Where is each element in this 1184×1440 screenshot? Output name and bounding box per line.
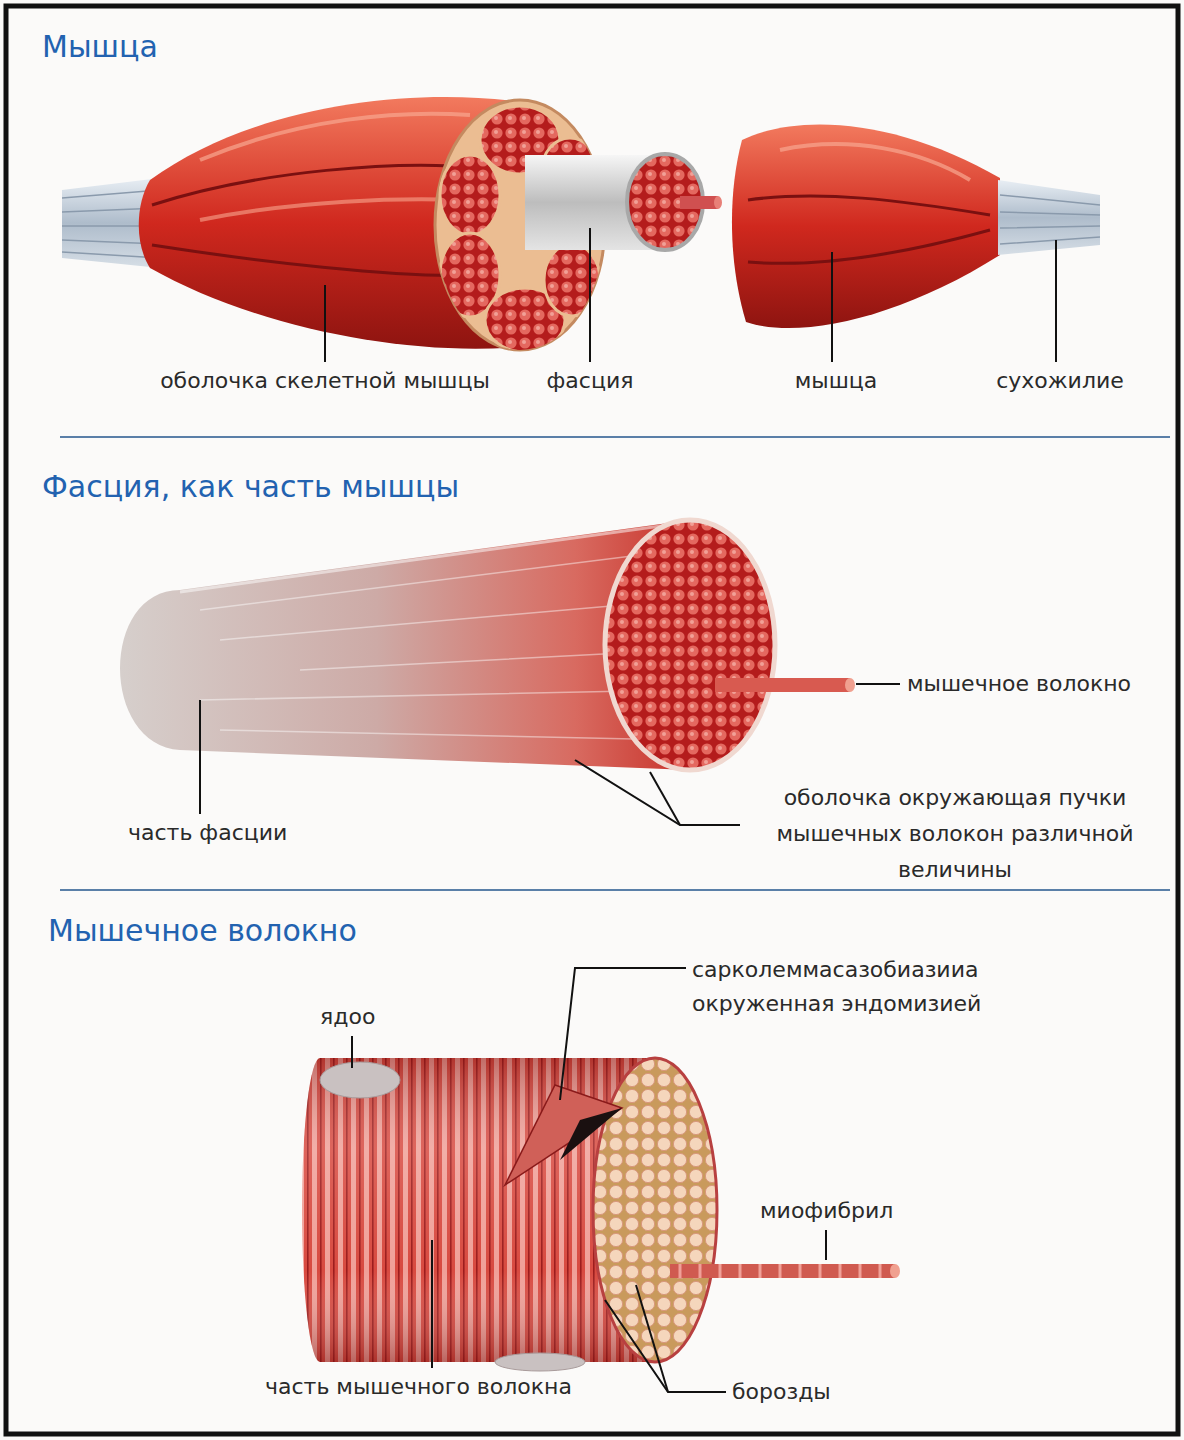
section-title: Фасция, как часть мышцы	[42, 468, 459, 506]
part-label: часть мышечного волокна	[265, 1372, 572, 1402]
part-label: ядоо	[320, 1002, 375, 1032]
part-label: часть фасции	[128, 818, 287, 848]
leader-lines	[352, 968, 826, 1392]
part-label: оболочка скелетной мышцы	[160, 366, 490, 396]
divider	[60, 436, 1170, 438]
section-title: Мышечное волокно	[48, 912, 357, 950]
part-label: мышца	[795, 366, 878, 396]
part-label: оболочка окружающая пучки мышечных волок…	[745, 780, 1165, 888]
part-label: борозды	[732, 1377, 831, 1407]
leader-lines	[325, 228, 1056, 362]
part-label: миофибрил	[760, 1196, 893, 1226]
fascia-cylinder	[525, 154, 722, 250]
part-label: сарколеммасазобиазииа окруженная эндомиз…	[692, 953, 1042, 1021]
part-label: фасция	[547, 366, 634, 396]
muscle-right	[732, 124, 1000, 328]
part-label: сухожилие	[996, 366, 1124, 396]
tendon-right	[998, 180, 1100, 255]
part-label: мышечное волокно	[907, 669, 1131, 699]
section-title: Мышца	[42, 28, 158, 66]
fascia-bundle	[120, 520, 855, 770]
muscle-fiber	[302, 1058, 900, 1371]
divider	[60, 889, 1170, 891]
